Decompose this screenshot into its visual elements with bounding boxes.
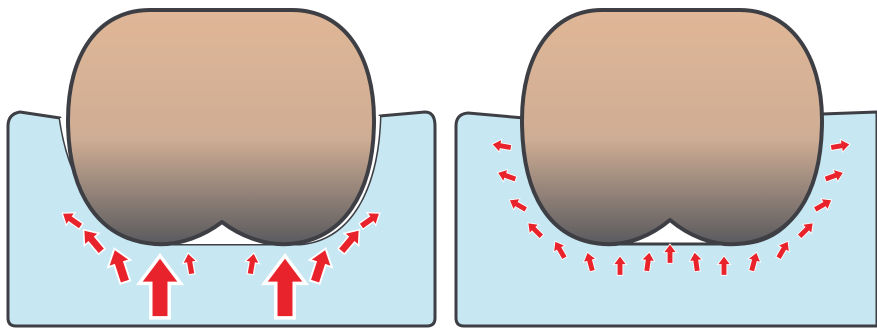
right-panel xyxy=(456,10,877,326)
right-body xyxy=(522,10,822,244)
left-panel xyxy=(8,10,435,326)
left-body xyxy=(68,10,374,244)
